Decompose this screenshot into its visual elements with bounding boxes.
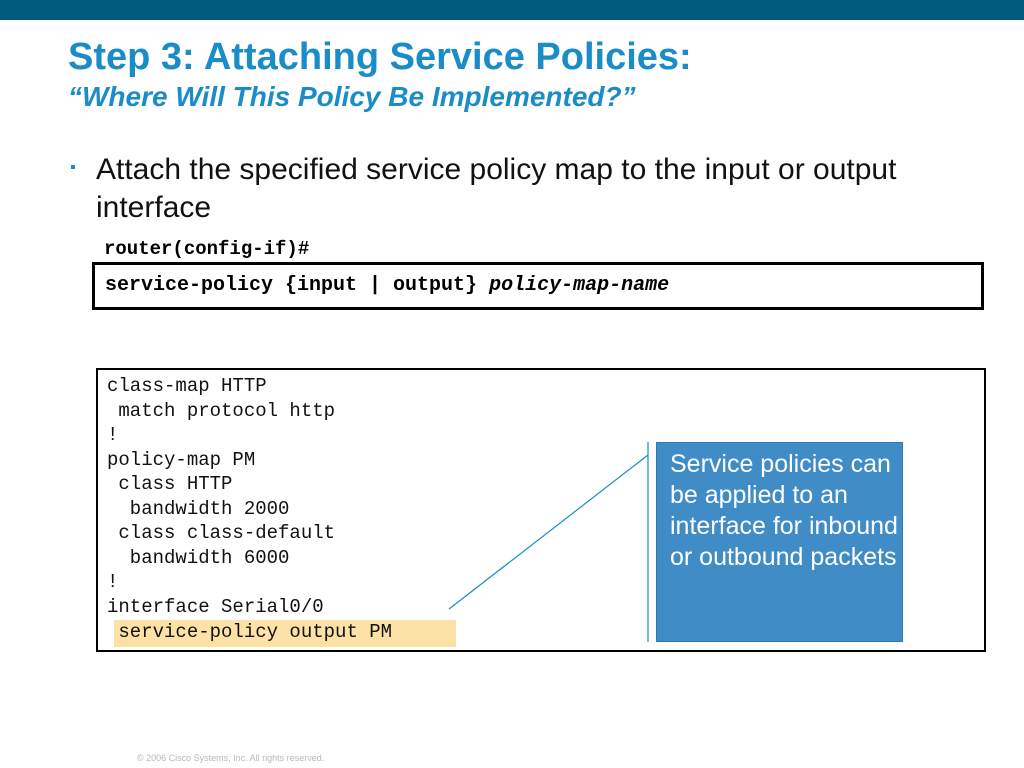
callout-text: Service policies can be applied to an in…	[670, 450, 898, 571]
code-line-highlighted: service-policy output PM	[107, 621, 393, 643]
command-argument: policy-map-name	[489, 274, 670, 297]
bullet-square-icon: ▪	[70, 159, 76, 176]
code-line: match protocol http	[107, 400, 336, 422]
command-syntax: service-policy {input | output} policy-m…	[105, 274, 669, 298]
code-line: bandwidth 6000	[107, 547, 290, 569]
command-syntax-box: service-policy {input | output} policy-m…	[92, 262, 984, 310]
callout-box: Service policies can be applied to an in…	[656, 442, 903, 642]
slide-title: Step 3: Attaching Service Policies:	[68, 36, 692, 78]
code-line: class-map HTTP	[107, 375, 267, 397]
code-line: class HTTP	[107, 473, 233, 495]
config-prompt: router(config-if)#	[104, 238, 310, 260]
code-line: !	[107, 424, 119, 446]
bullet-text: Attach the specified service policy map …	[96, 153, 897, 224]
command-keyword: service-policy {input | output}	[105, 274, 490, 297]
code-line: bandwidth 2000	[107, 498, 290, 520]
copyright-footer: © 2006 Cisco Systems, Inc. All rights re…	[137, 753, 325, 763]
code-line: class class-default	[107, 522, 336, 544]
code-line: interface Serial0/0	[107, 596, 324, 618]
config-example-box: class-map HTTP match protocol http ! pol…	[96, 368, 986, 652]
highlight-service-policy	[114, 620, 456, 647]
code-line: policy-map PM	[107, 449, 256, 471]
top-bar	[0, 0, 1024, 20]
slide-subtitle: “Where Will This Policy Be Implemented?”	[68, 81, 636, 112]
code-line: !	[107, 571, 119, 593]
